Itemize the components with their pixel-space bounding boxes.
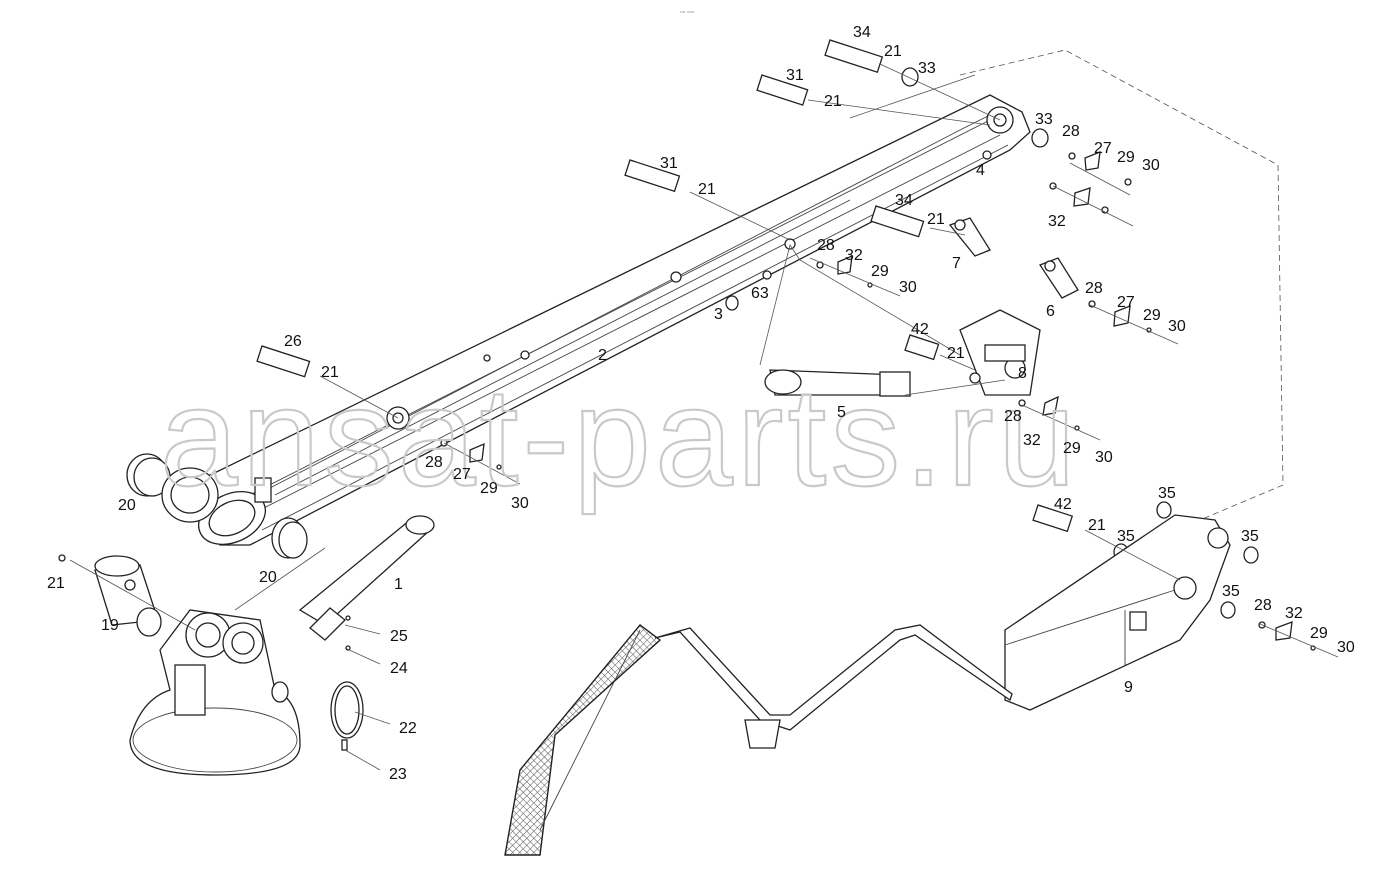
beam-section	[1004, 514, 1231, 711]
watermark: ansat-parts.ru	[160, 358, 1080, 515]
base-pedestal	[58, 554, 364, 776]
callout-31: 31	[660, 155, 678, 172]
callout-31: 31	[786, 67, 804, 84]
callout-29: 29	[1117, 149, 1135, 166]
callout-32: 32	[1048, 213, 1066, 230]
callout-28: 28	[1085, 280, 1103, 297]
callout-29: 29	[480, 480, 498, 497]
callout-21: 21	[698, 181, 716, 198]
leader-lines	[69, 63, 1339, 771]
callout-28: 28	[1004, 408, 1022, 425]
callout-27: 27	[453, 466, 471, 483]
callout-42: 42	[1054, 496, 1072, 513]
callout-34: 34	[853, 24, 871, 41]
callout-28: 28	[425, 454, 443, 471]
corner-mark: ▫▫ ▫▫▫	[680, 9, 694, 16]
callout-32: 32	[845, 247, 863, 264]
callout-32: 32	[1023, 432, 1041, 449]
callout-labels: 34 21 33 31 21 33 28 27 29 30 4 32 31 21…	[47, 24, 1355, 783]
callout-29: 29	[1310, 625, 1328, 642]
assembly-guide-lines	[234, 49, 1284, 611]
callout-42: 42	[911, 321, 929, 338]
callout-29: 29	[1063, 440, 1081, 457]
overview-crane	[504, 624, 1013, 856]
callout-9: 9	[1124, 679, 1133, 696]
callout-27: 27	[1117, 294, 1135, 311]
callout-1: 1	[394, 576, 403, 593]
callout-33: 33	[918, 60, 936, 77]
ring-seals	[126, 453, 308, 559]
callout-28: 28	[1254, 597, 1272, 614]
callout-30: 30	[1095, 449, 1113, 466]
callout-6: 6	[1046, 303, 1055, 320]
callout-35: 35	[1117, 528, 1135, 545]
callout-5: 5	[837, 404, 846, 421]
callout-8: 8	[1018, 365, 1027, 382]
callout-25: 25	[390, 628, 408, 645]
callout-30: 30	[1168, 318, 1186, 335]
callout-30: 30	[511, 495, 529, 512]
callout-33: 33	[1035, 111, 1053, 128]
callout-21: 21	[947, 345, 965, 362]
callout-24: 24	[390, 660, 408, 677]
callout-21: 21	[47, 575, 65, 592]
callout-4: 4	[976, 162, 985, 179]
callout-30: 30	[1142, 157, 1160, 174]
callout-3: 3	[714, 306, 723, 323]
callout-20: 20	[118, 497, 136, 514]
callout-35: 35	[1222, 583, 1240, 600]
callout-26: 26	[284, 333, 302, 350]
callout-23: 23	[389, 766, 407, 783]
callout-28: 28	[817, 237, 835, 254]
callout-19: 19	[101, 617, 119, 634]
callout-21: 21	[824, 93, 842, 110]
callout-29: 29	[1143, 307, 1161, 324]
callout-35: 35	[1241, 528, 1259, 545]
callout-30: 30	[1337, 639, 1355, 656]
callout-21: 21	[321, 364, 339, 381]
callout-21: 21	[884, 43, 902, 60]
callout-30: 30	[899, 279, 917, 296]
callout-34: 34	[895, 192, 913, 209]
callout-20: 20	[259, 569, 277, 586]
callout-21: 21	[1088, 517, 1106, 534]
callout-27: 27	[1094, 140, 1112, 157]
callout-35: 35	[1158, 485, 1176, 502]
callout-32: 32	[1285, 605, 1303, 622]
lift-cylinder	[298, 515, 435, 651]
callout-63: 63	[751, 285, 769, 302]
callout-7: 7	[952, 255, 961, 272]
links	[948, 217, 1079, 299]
callout-2: 2	[598, 347, 607, 364]
callout-28: 28	[1062, 123, 1080, 140]
callout-22: 22	[399, 720, 417, 737]
callout-29: 29	[871, 263, 889, 280]
main-boom	[198, 94, 1031, 546]
boom-cylinder	[759, 244, 1041, 397]
callout-21: 21	[927, 211, 945, 228]
